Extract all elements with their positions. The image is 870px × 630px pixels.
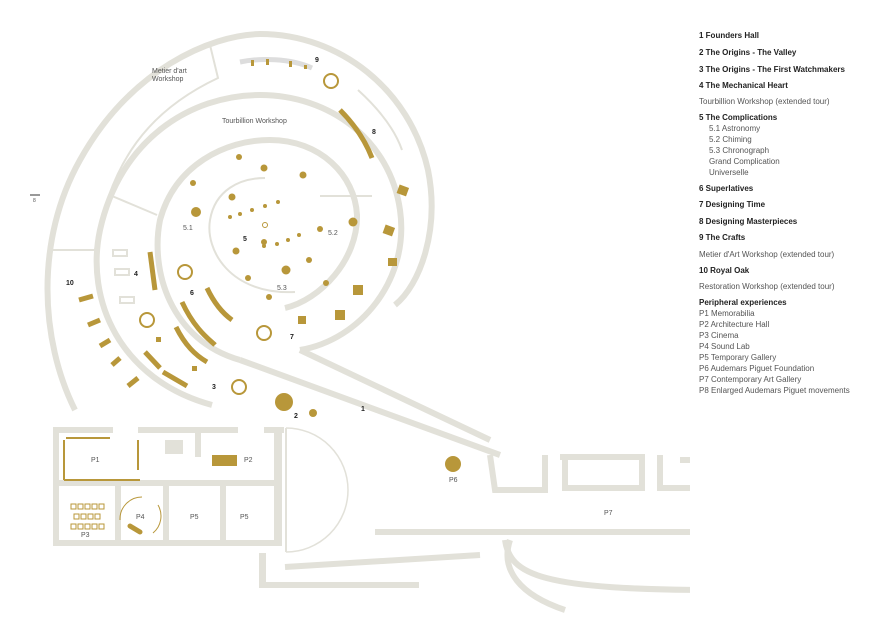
lower-building xyxy=(53,427,690,613)
peripheral-title: Peripheral experiences xyxy=(699,298,787,307)
legend-item: 6 Superlatives xyxy=(699,184,754,193)
peripheral-item: P7 Contemporary Art Gallery xyxy=(699,375,802,384)
museum-floor-plan: Metier d'art Workshop Tourbillion Worksh… xyxy=(30,30,690,613)
legend-item: 1 Founders Hall xyxy=(699,31,760,40)
room-label-p5: P5 xyxy=(240,514,249,521)
peripheral-item: P4 Sound Lab xyxy=(699,342,750,351)
lower-exhibits xyxy=(63,437,461,535)
zone-label-8-left: 8 xyxy=(33,198,36,204)
display-case-8 xyxy=(357,89,403,151)
legend-subitem: Universelle xyxy=(709,168,749,177)
metier-workshop-wall xyxy=(49,43,220,251)
room-label-p7: P7 xyxy=(604,510,613,517)
zone-label-8: 8 xyxy=(372,129,376,136)
legend-item: Metier d'Art Workshop (extended tour) xyxy=(699,250,835,259)
exhibits xyxy=(78,57,410,417)
zone-label-4: 4 xyxy=(134,271,138,278)
zone-label-3: 3 xyxy=(212,384,216,391)
legend-item: 7 Designing Time xyxy=(699,200,766,209)
second-spiral-wall xyxy=(93,91,405,408)
legend-subitem: Grand Complication xyxy=(709,157,780,166)
metier-workshop-label: Metier d'art xyxy=(152,68,187,75)
legend-item: 9 The Crafts xyxy=(699,233,746,242)
zone-label-10: 10 xyxy=(66,280,74,287)
diagonal-corridor-wall xyxy=(298,347,492,443)
complications-inner-curve xyxy=(208,177,296,294)
zone-label-5: 5 xyxy=(243,236,247,243)
peripheral-item: P8 Enlarged Audemars Piguet movements xyxy=(699,386,850,395)
zone-label-5-1: 5.1 xyxy=(183,225,193,232)
legend-subitem: 5.3 Chronograph xyxy=(709,146,770,155)
zone-label-7: 7 xyxy=(290,334,294,341)
peripheral-item: P6 Audemars Piguet Foundation xyxy=(699,364,815,373)
outer-spiral-wall xyxy=(44,30,435,412)
legend-item: Tourbillion Workshop (extended tour) xyxy=(699,97,830,106)
tourbillion-workshop-label: Tourbillion Workshop xyxy=(222,118,287,125)
legend-item: 2 The Origins - The Valley xyxy=(699,48,797,57)
diagonal-corridor-wall xyxy=(238,357,502,458)
peripheral-item: P1 Memorabilia xyxy=(699,309,755,318)
metier-workshop-label: Workshop xyxy=(152,76,183,83)
legend-item: 8 Designing Masterpieces xyxy=(699,217,798,226)
room-label-p6: P6 xyxy=(449,477,458,484)
zone-label-1: 1 xyxy=(361,406,365,413)
legend-item: 10 Royal Oak xyxy=(699,266,750,275)
room-label-p3: P3 xyxy=(81,532,90,539)
legend-item: 5 The Complications xyxy=(699,113,778,122)
legend-item: 4 The Mechanical Heart xyxy=(699,81,788,90)
legend-item: 3 The Origins - The First Watchmakers xyxy=(699,65,845,74)
zone-label-2: 2 xyxy=(294,413,298,420)
zone-label-5-3: 5.3 xyxy=(277,285,287,292)
inner-spiral-wall xyxy=(154,136,361,363)
room-label-p5: P5 xyxy=(190,514,199,521)
zone-label-6: 6 xyxy=(190,290,194,297)
zone-label-9: 9 xyxy=(315,57,319,64)
partition-wall xyxy=(111,195,158,216)
room-label-p1: P1 xyxy=(91,457,100,464)
legend-subitem: 5.1 Astronomy xyxy=(709,124,761,133)
legend-item: Restoration Workshop (extended tour) xyxy=(699,282,835,291)
room-label-p4: P4 xyxy=(136,514,145,521)
legend-subitem: 5.2 Chiming xyxy=(709,135,752,144)
peripheral-item: P5 Temporary Gallery xyxy=(699,353,777,362)
room-label-p2: P2 xyxy=(244,457,253,464)
peripheral-item: P3 Cinema xyxy=(699,331,739,340)
peripheral-item: P2 Architecture Hall xyxy=(699,320,770,329)
zone-label-5-2: 5.2 xyxy=(328,230,338,237)
